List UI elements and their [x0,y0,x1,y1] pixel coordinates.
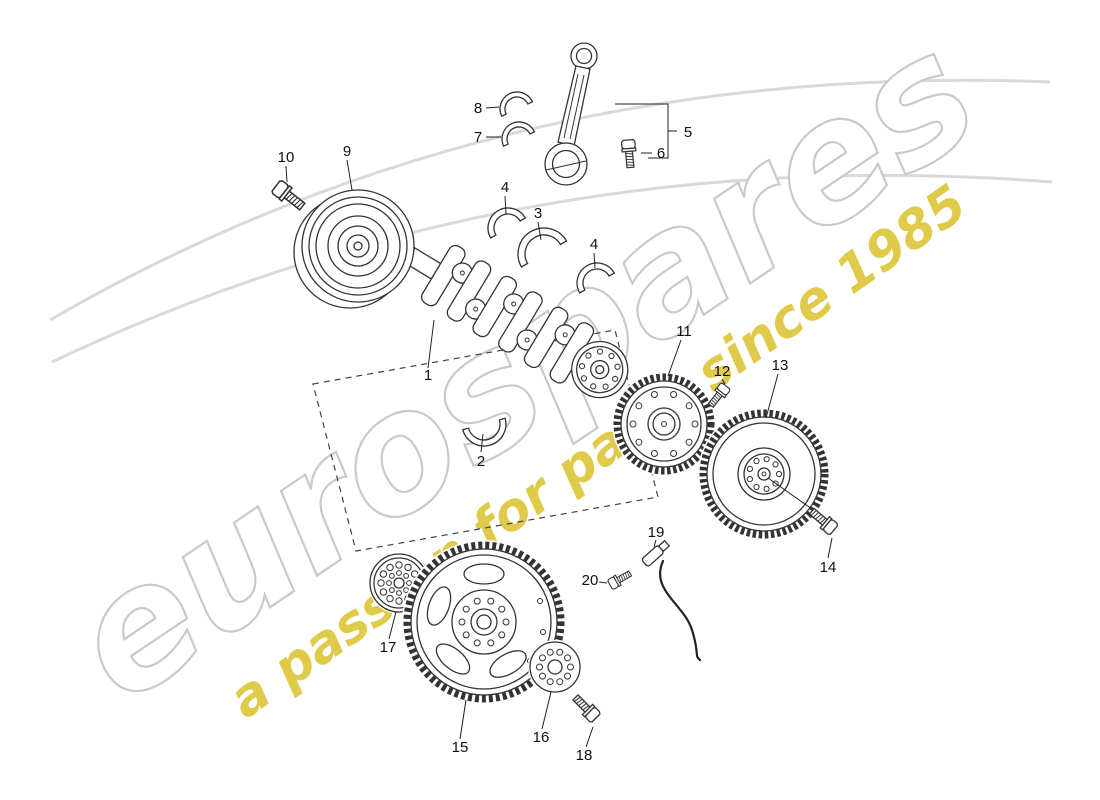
part-15-flywheel-ring-gear [402,540,566,704]
callout-7: 7 [474,129,482,146]
callout-11: 11 [676,323,692,340]
part-4-bearing-shell-upper [480,200,526,239]
part-11-drive-plate [612,372,716,476]
sensor-cable [659,559,702,662]
callout-20: 20 [582,572,599,589]
leader-line-15 [459,699,467,740]
callout-2: 2 [477,453,485,470]
callout-13: 13 [772,357,789,374]
leader-line-19 [653,539,657,548]
leader-line-1 [427,319,435,369]
leader-line-16 [541,691,552,730]
swoosh-curve-bottom [51,173,1053,364]
callout-9: 9 [343,143,351,160]
drive-plate-hole-ring [629,391,699,457]
swoosh-curve-top [49,78,1051,322]
part-13-flywheel [698,408,830,540]
part-18-bolt [569,691,602,724]
flywheel15-windows [426,563,527,678]
leader-line-8 [485,106,500,109]
leader-line-4b [593,252,596,269]
part-20-screw [606,567,634,591]
leader-line-3 [537,221,542,241]
callout-15: 15 [452,739,469,756]
disc16-hole-ring [536,648,574,686]
leader-line-10 [285,165,288,183]
callout-1: 1 [424,367,432,384]
leader-line-20 [598,581,608,584]
part-5-connecting-rod [544,42,598,186]
callout-18: 18 [576,747,593,764]
callout-17: 17 [380,639,397,656]
leader-line-14 [827,537,833,559]
callout-16: 16 [533,729,550,746]
leader-line-4a [504,195,507,215]
leader-line-14-hub [767,477,813,510]
callout-14: 14 [820,559,837,576]
leader-line-11 [667,339,682,377]
callout-10: 10 [278,149,295,166]
leader-line-13 [765,373,779,419]
part-9-pulley [293,189,415,309]
callout-19: 19 [648,524,665,541]
callout-4b: 4 [590,236,598,253]
part-6-rod-bolt [620,138,638,169]
callout-5: 5 [684,124,692,141]
part-19-sensor [641,539,702,662]
flywheel-bolt-hole-ring [746,456,783,492]
disc17-hole-ring-inner [386,570,412,596]
leader-line-18 [585,726,594,748]
flange-bolt-hole-ring [578,348,621,390]
crankshaft-rear-flange [571,340,629,399]
callout-8: 8 [474,100,482,117]
callout-6: 6 [657,145,665,162]
callout-4a: 4 [501,179,509,196]
callout-3: 3 [534,205,542,222]
part-14-bolt [806,505,840,537]
leader-line-17 [388,611,397,640]
leader-line-12 [721,378,726,385]
callout-12: 12 [714,363,731,380]
flywheel15-bolt-hole-ring [458,597,510,647]
leader-line-9 [346,159,353,191]
leader-line-2 [480,433,484,453]
part-8-bearing-shell [493,85,534,117]
part-16-perforated-disc [528,640,582,694]
